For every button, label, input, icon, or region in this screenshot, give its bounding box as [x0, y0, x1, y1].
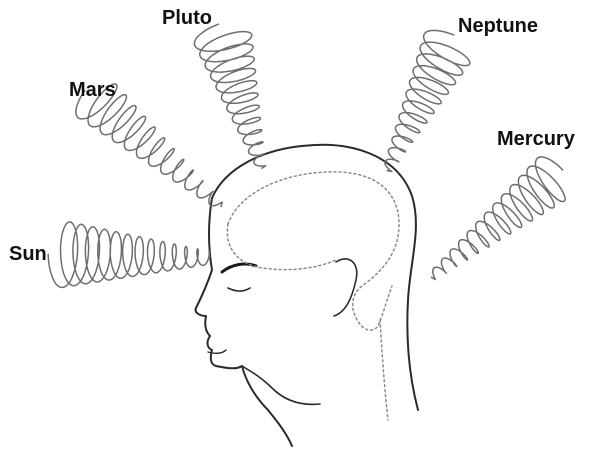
spine-line [380, 320, 388, 420]
label-pluto: Pluto [162, 8, 212, 28]
ear-outline [334, 259, 357, 316]
wave-sun [48, 222, 210, 288]
label-neptune: Neptune [458, 16, 538, 36]
label-mars: Mars [69, 80, 116, 100]
wave-neptune [385, 30, 470, 171]
label-sun: Sun [9, 244, 47, 264]
brain-outline [228, 172, 399, 330]
head-outline [196, 145, 418, 446]
wave-mars [76, 84, 222, 207]
jaw-line [242, 366, 320, 404]
label-mercury: Mercury [497, 129, 575, 149]
planet-wave-group [48, 24, 565, 288]
wave-mercury [431, 157, 565, 280]
wave-pluto [194, 24, 265, 169]
eye [228, 288, 250, 291]
